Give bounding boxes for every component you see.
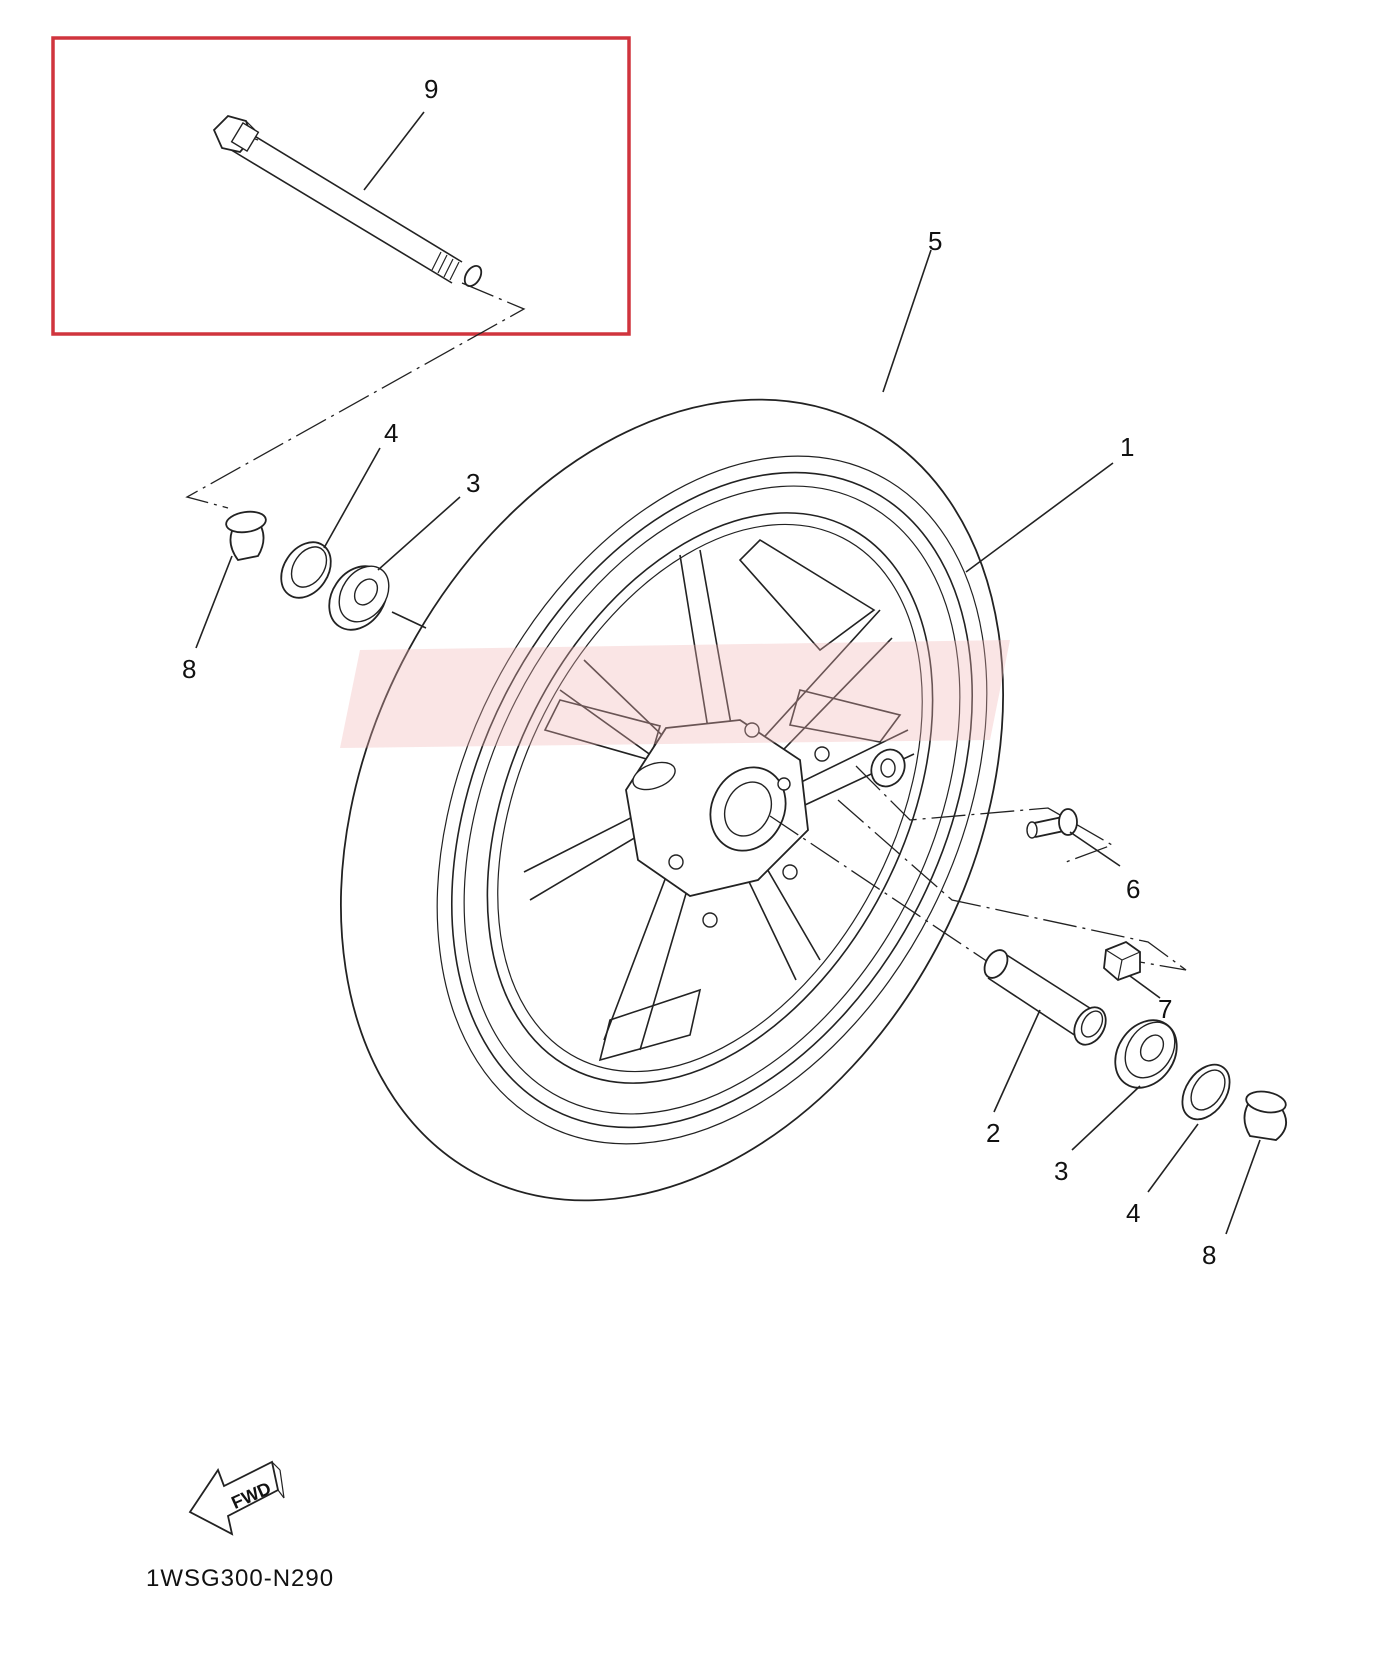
leader-1: [965, 462, 1114, 573]
label-part-9: 9: [424, 74, 438, 104]
label-part-3-left: 3: [466, 468, 480, 498]
part-4-left-oil-seal[interactable]: [271, 533, 341, 607]
diagram-code: 1WSG300-N290: [146, 1565, 334, 1592]
leader-9: [363, 111, 425, 191]
leader-2: [993, 1009, 1041, 1113]
leader-8-right: [1225, 1139, 1261, 1235]
axle-centerline-right: [769, 815, 1001, 971]
part-3-right-bearing[interactable]: [1103, 1008, 1190, 1099]
part-8-right-collar[interactable]: [1243, 1089, 1287, 1141]
label-part-1: 1: [1120, 432, 1134, 462]
leader-4-right: [1147, 1123, 1199, 1193]
leader-dash-7: [837, 799, 1187, 971]
leader-4-left: [323, 447, 381, 549]
watermark-logo: [340, 640, 1010, 748]
leader-5: [882, 249, 932, 393]
leader-3-right: [1071, 1085, 1141, 1151]
part-7-weight[interactable]: [1103, 940, 1141, 982]
fwd-arrow-icon: [188, 1460, 285, 1536]
label-part-8-left: 8: [182, 654, 196, 684]
part-2-spacer[interactable]: [980, 946, 1112, 1050]
highlight-box: [51, 36, 631, 336]
label-part-8-right: 8: [1202, 1240, 1216, 1270]
label-part-2: 2: [986, 1118, 1000, 1148]
label-part-7: 7: [1158, 994, 1172, 1024]
axle-centerline-left: [185, 282, 526, 509]
part-9-axle[interactable]: [212, 114, 485, 289]
label-part-4-left: 4: [384, 418, 398, 448]
part-6-valve[interactable]: [1026, 808, 1078, 839]
part-8-left-collar[interactable]: [225, 509, 267, 561]
label-part-6: 6: [1126, 874, 1140, 904]
leader-7: [1129, 975, 1161, 999]
hub: [625, 719, 906, 928]
label-part-4-right: 4: [1126, 1198, 1140, 1228]
leader-6: [1069, 831, 1121, 867]
leader-3-left: [377, 496, 461, 571]
label-part-5: 5: [928, 226, 942, 256]
part-1-rim[interactable]: [347, 385, 1076, 1216]
part-4-right-oil-seal[interactable]: [1173, 1056, 1240, 1128]
leader-8-left: [195, 555, 233, 649]
leader-3-left-tire: [391, 611, 427, 629]
part-3-left-bearing[interactable]: [317, 555, 399, 640]
label-part-3-right: 3: [1054, 1156, 1068, 1186]
